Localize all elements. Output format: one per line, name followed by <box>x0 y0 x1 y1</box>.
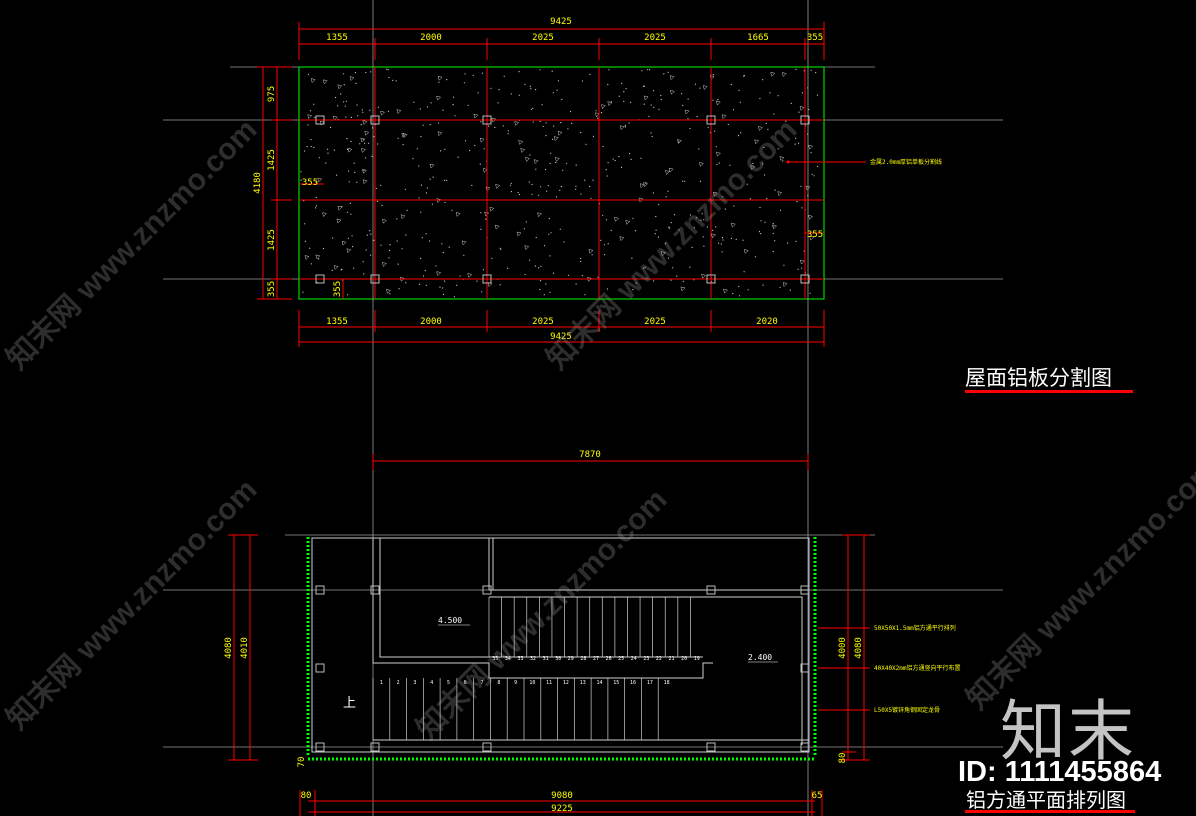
svg-text:355: 355 <box>302 178 318 188</box>
svg-text:355: 355 <box>333 281 343 297</box>
tube-left-outer: 4080 <box>224 637 234 659</box>
step-number: 34 <box>505 656 511 662</box>
watermark-id: ID: 1111455864 <box>958 756 1162 788</box>
tube-note-2: 40X40X2mm铝方通竖向平行布置 <box>874 664 961 672</box>
watermark-logo: 知末 <box>1000 693 1136 770</box>
svg-text:70: 70 <box>297 757 307 768</box>
svg-text:355: 355 <box>807 33 823 43</box>
svg-text:2025: 2025 <box>532 317 554 327</box>
tube-top-dim: 7870 <box>579 450 601 460</box>
step-number: 14 <box>596 680 602 686</box>
roof-left-total: 4180 <box>253 172 263 194</box>
step-number: 11 <box>546 680 552 686</box>
step-number: 18 <box>664 680 670 686</box>
step-number: 32 <box>530 656 536 662</box>
stair-up-label: 上 <box>343 696 356 711</box>
step-number: 30 <box>555 656 561 662</box>
step-number: 4 <box>430 680 433 686</box>
step-number: 5 <box>447 680 450 686</box>
roof-panel-plan: 9425 1355 2000 2025 2025 1665 355 1355 2… <box>253 17 942 347</box>
step-number: 29 <box>568 656 574 662</box>
bottom-dimensions: 1355 2000 2025 2025 2020 9425 <box>298 310 825 347</box>
roof-top-total: 9425 <box>550 17 572 27</box>
title-underline <box>965 810 1135 813</box>
svg-text:65: 65 <box>812 791 823 801</box>
svg-text:1355: 1355 <box>326 33 348 43</box>
left-dimensions: 4180 975 1425 1425 355 355 355 355 <box>253 66 824 300</box>
step-number: 33 <box>517 656 523 662</box>
tube-left-inner: 4010 <box>240 637 250 659</box>
step-number: 10 <box>529 680 535 686</box>
step-number: 2 <box>397 680 400 686</box>
title-underline <box>965 390 1133 393</box>
svg-text:2025: 2025 <box>644 33 666 43</box>
step-number: 23 <box>643 656 649 662</box>
roof-boundary <box>298 66 825 300</box>
step-number: 8 <box>497 680 500 686</box>
svg-text:355: 355 <box>267 281 277 297</box>
step-number: 22 <box>656 656 662 662</box>
svg-text:80: 80 <box>301 791 312 801</box>
roof-note: 金属2.0mm厚铝单板分割线 <box>870 158 942 166</box>
tube-right-outer: 4080 <box>854 637 864 659</box>
axis-lines <box>163 0 1003 816</box>
step-number: 1 <box>380 680 383 686</box>
step-number: 24 <box>631 656 637 662</box>
step-number: 7 <box>481 680 484 686</box>
step-number: 26 <box>606 656 612 662</box>
roof-note-leader: 金属2.0mm厚铝单板分割线 <box>786 158 942 166</box>
tube-bottom-total: 9225 <box>551 804 573 814</box>
step-number: 35 <box>492 656 498 662</box>
roof-bottom-total: 9425 <box>550 332 572 342</box>
step-number: 6 <box>464 680 467 686</box>
step-number: 15 <box>613 680 619 686</box>
tube-note-1: 50X50X1.5mm铝方通平行排列 <box>874 624 956 632</box>
level-lower: 2.400 <box>748 653 772 662</box>
svg-text:1665: 1665 <box>747 33 769 43</box>
svg-text:1425: 1425 <box>267 229 277 251</box>
step-number: 20 <box>681 656 687 662</box>
svg-text:355: 355 <box>807 230 823 240</box>
tube-note-3: L50X5镀锌角钢固定龙骨 <box>874 706 940 714</box>
tube-bottom-inner: 9080 <box>551 791 573 801</box>
svg-text:80: 80 <box>838 753 848 764</box>
step-number: 27 <box>593 656 599 662</box>
tube-plan-title: 铝方通平面排列图 <box>966 788 1126 812</box>
svg-text:2000: 2000 <box>420 317 442 327</box>
svg-text:2000: 2000 <box>420 33 442 43</box>
svg-text:2025: 2025 <box>532 33 554 43</box>
level-upper: 4.500 <box>438 616 462 625</box>
step-number: 3 <box>413 680 416 686</box>
step-number: 19 <box>694 656 700 662</box>
step-number: 21 <box>669 656 675 662</box>
top-dimensions: 9425 1355 2000 2025 2025 1665 355 <box>298 17 825 60</box>
step-number: 16 <box>630 680 636 686</box>
tube-right-inner: 4000 <box>838 637 848 659</box>
svg-text:2025: 2025 <box>644 317 666 327</box>
concrete-hatch <box>300 68 819 298</box>
step-number: 9 <box>514 680 517 686</box>
step-number: 31 <box>543 656 549 662</box>
step-number: 13 <box>580 680 586 686</box>
svg-text:1355: 1355 <box>326 317 348 327</box>
step-number: 17 <box>647 680 653 686</box>
upper-stair-treads: 35 34 33 32 31 30 29 28 27 26 25 24 23 22 21 20 19 <box>488 597 700 662</box>
tube-notes: 50X50X1.5mm铝方通平行排列 40X40X2mm铝方通竖向平行布置 L5… <box>818 624 961 714</box>
step-number: 25 <box>618 656 624 662</box>
svg-text:2020: 2020 <box>756 317 778 327</box>
roof-panel-title: 屋面铝板分割图 <box>965 366 1112 390</box>
svg-text:1425: 1425 <box>267 149 277 171</box>
step-number: 12 <box>563 680 569 686</box>
svg-text:975: 975 <box>267 86 277 102</box>
step-number: 28 <box>580 656 586 662</box>
